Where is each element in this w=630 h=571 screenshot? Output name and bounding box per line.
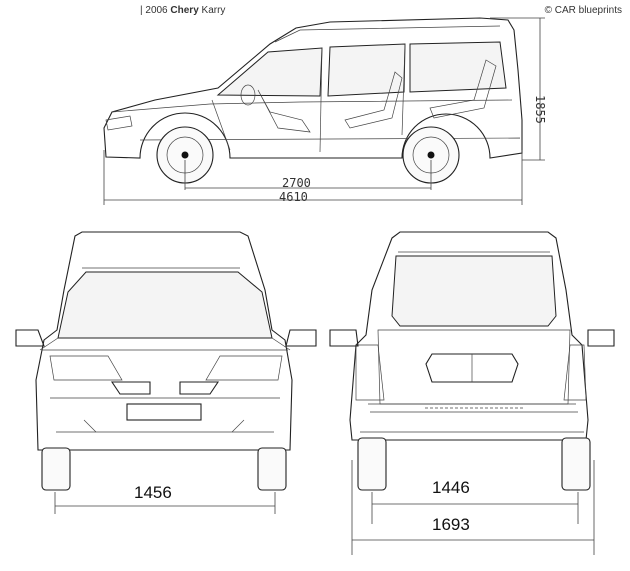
front-body-outline [35, 231, 293, 451]
front-track-value: 1456 [134, 483, 172, 502]
side-body-outline [103, 17, 523, 159]
front-windshield [57, 271, 273, 339]
side-steering-wheel [240, 84, 256, 106]
side-headlight [105, 115, 133, 131]
side-front-seat [257, 89, 311, 133]
front-bumper-line [50, 397, 280, 433]
front-right-mirror [285, 329, 317, 347]
rear-view: 1446 1693 [329, 231, 615, 555]
front-right-headlight [205, 355, 283, 381]
front-grille-left [110, 381, 151, 395]
length-dim-line [103, 150, 523, 205]
front-right-tyre [257, 447, 287, 491]
front-left-mirror [15, 329, 45, 347]
rear-track-dim-line [371, 492, 579, 524]
width-value: 1693 [432, 515, 470, 534]
rear-bumper-line [360, 403, 584, 433]
front-left-tyre [41, 447, 71, 491]
title-prefix: | 2006 [140, 5, 171, 16]
rear-left-mirror [329, 329, 359, 347]
rear-body-outline [349, 231, 589, 441]
side-rear-seat [429, 59, 497, 119]
rear-right-tyre [561, 437, 591, 491]
front-view: 1456 [15, 231, 317, 514]
side-belt-line [111, 99, 513, 113]
blueprint-title: | 2006 Chery Karry [140, 5, 225, 16]
copyright-credit: © CAR blueprints [544, 5, 622, 16]
rear-left-tyre [357, 437, 387, 491]
front-hood-line [39, 337, 291, 351]
side-c-pillar [401, 43, 406, 136]
front-track-dim-line [54, 492, 276, 514]
side-middle-seat [344, 71, 403, 129]
side-front-door-line [211, 99, 231, 151]
rear-right-mirror [587, 329, 615, 347]
width-dim-line [351, 460, 595, 555]
side-view: 2700 4610 1855 [103, 17, 547, 205]
side-b-pillar [319, 47, 323, 153]
rear-right-taillight [563, 344, 587, 401]
rear-left-taillight [355, 344, 385, 401]
height-value: 1855 [533, 95, 547, 124]
length-value: 4610 [279, 190, 308, 204]
front-grille-right [179, 381, 220, 395]
title-model: Karry [198, 5, 226, 16]
title-make: Chery [170, 5, 199, 16]
height-dim-line [490, 17, 545, 161]
wheelbase-value: 2700 [282, 176, 311, 190]
side-middle-window [327, 43, 406, 97]
side-front-hub [181, 151, 189, 159]
side-rear-hub [427, 151, 435, 159]
side-rear-window [409, 41, 507, 93]
side-roof-rail [274, 25, 501, 43]
front-left-headlight [49, 355, 123, 381]
rear-plate-recess [425, 353, 519, 383]
front-licence-plate [126, 403, 202, 421]
rear-tailgate [377, 329, 571, 405]
wheelbase-dim-line [184, 160, 432, 190]
rear-window [391, 255, 557, 327]
rear-track-value: 1446 [432, 478, 470, 497]
front-fog-lights [83, 419, 245, 433]
side-front-window [216, 47, 323, 97]
